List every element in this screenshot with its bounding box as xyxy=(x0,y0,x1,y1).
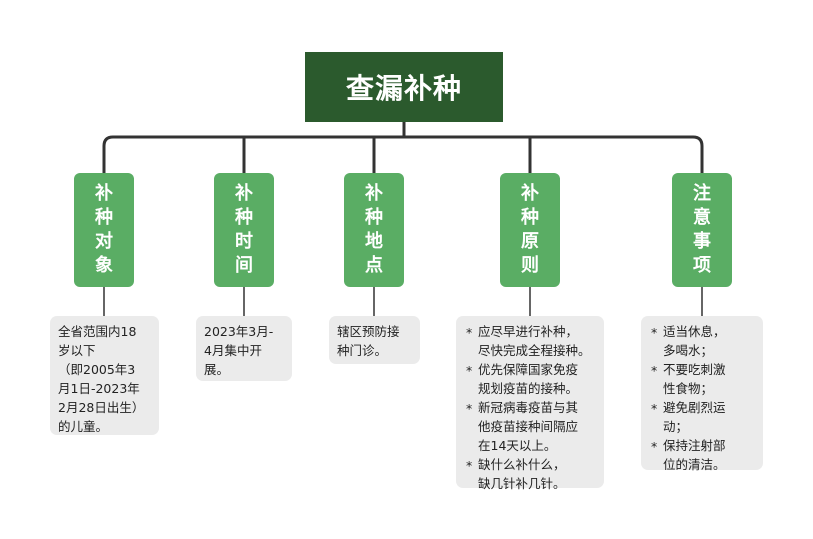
category-char: 注 xyxy=(693,183,711,204)
category-target: 补 种 对 象 xyxy=(74,173,134,287)
category-char: 补 xyxy=(521,183,539,204)
category-char: 事 xyxy=(693,231,711,252)
bullet-item: 避免剧烈运 动； xyxy=(649,398,755,436)
note-notice: 适当休息， 多喝水； 不要吃刺激 性食物； 避免剧烈运 动； 保持注射部 位的清… xyxy=(641,316,763,472)
bullet-item: 新冠病毒疫苗与其 他疫苗接种间隔应 在14天以上。 xyxy=(464,398,596,455)
note-line: 4月集中开 xyxy=(204,343,262,358)
category-char: 点 xyxy=(365,255,383,276)
note-line: 位的清洁。 xyxy=(663,457,726,472)
note-line: 性食物； xyxy=(663,381,714,396)
note-line: 适当休息， xyxy=(663,324,726,339)
note-line: 展。 xyxy=(204,362,230,377)
note-line: 规划疫苗的接种。 xyxy=(478,381,579,396)
note-place: 辖区预防接 种门诊。 xyxy=(329,316,420,364)
note-line: 缺什么补什么， xyxy=(478,457,566,472)
note-time: 2023年3月- 4月集中开 展。 xyxy=(196,316,292,381)
note-line: 动； xyxy=(663,419,689,434)
note-principle: 应尽早进行补种， 尽快完成全程接种。 优先保障国家免疫 规划疫苗的接种。 新冠病… xyxy=(456,316,604,491)
note-line: 保持注射部 xyxy=(663,438,726,453)
note-line: 应尽早进行补种， xyxy=(478,324,579,339)
bullet-item: 缺什么补什么， 缺几针补几针。 xyxy=(464,455,596,493)
category-char: 间 xyxy=(235,255,253,276)
note-line: （即2005年3 xyxy=(58,362,136,377)
note-line: 的儿童。 xyxy=(58,419,109,434)
category-place: 补 种 地 点 xyxy=(344,173,404,287)
category-char: 时 xyxy=(235,231,253,252)
note-line: 全省范围内18 xyxy=(58,324,137,339)
note-line: 辖区预防接 xyxy=(337,324,400,339)
note-line: 新冠病毒疫苗与其 xyxy=(478,400,579,415)
note-line: 尽快完成全程接种。 xyxy=(478,343,591,358)
category-char: 象 xyxy=(95,255,113,276)
note-line: 岁以下 xyxy=(58,343,96,358)
note-line: 避免剧烈运 xyxy=(663,400,726,415)
root-title: 查漏补种 xyxy=(305,52,503,122)
category-char: 补 xyxy=(95,183,113,204)
category-char: 种 xyxy=(365,207,383,228)
category-char: 种 xyxy=(95,207,113,228)
category-char: 地 xyxy=(365,231,383,252)
category-char: 原 xyxy=(521,231,539,252)
category-char: 项 xyxy=(693,255,711,276)
bullet-item: 应尽早进行补种， 尽快完成全程接种。 xyxy=(464,322,596,360)
category-char: 则 xyxy=(521,255,539,276)
note-line: 缺几针补几针。 xyxy=(478,476,566,491)
note-line: 2月28日出生） xyxy=(58,400,145,415)
bullet-item: 不要吃刺激 性食物； xyxy=(649,360,755,398)
category-char: 种 xyxy=(235,207,253,228)
note-line: 种门诊。 xyxy=(337,343,388,358)
note-line: 优先保障国家免疫 xyxy=(478,362,579,377)
note-target: 全省范围内18 岁以下 （即2005年3 月1日-2023年 2月28日出生） … xyxy=(50,316,159,435)
category-char: 对 xyxy=(95,231,113,252)
note-line: 在14天以上。 xyxy=(478,438,557,453)
note-line: 多喝水； xyxy=(663,343,714,358)
bullet-item: 优先保障国家免疫 规划疫苗的接种。 xyxy=(464,360,596,398)
note-line: 月1日-2023年 xyxy=(58,381,140,396)
bus-line xyxy=(102,135,704,175)
category-char: 补 xyxy=(235,183,253,204)
note-line: 不要吃刺激 xyxy=(663,362,726,377)
category-char: 补 xyxy=(365,183,383,204)
bullet-item: 适当休息， 多喝水； xyxy=(649,322,755,360)
category-char: 意 xyxy=(693,207,711,228)
category-time: 补 种 时 间 xyxy=(214,173,274,287)
bullet-item: 保持注射部 位的清洁。 xyxy=(649,436,755,474)
category-char: 种 xyxy=(521,207,539,228)
note-line: 2023年3月- xyxy=(204,324,274,339)
category-notice: 注 意 事 项 xyxy=(672,173,732,287)
category-principle: 补 种 原 则 xyxy=(500,173,560,287)
note-line: 他疫苗接种间隔应 xyxy=(478,419,579,434)
